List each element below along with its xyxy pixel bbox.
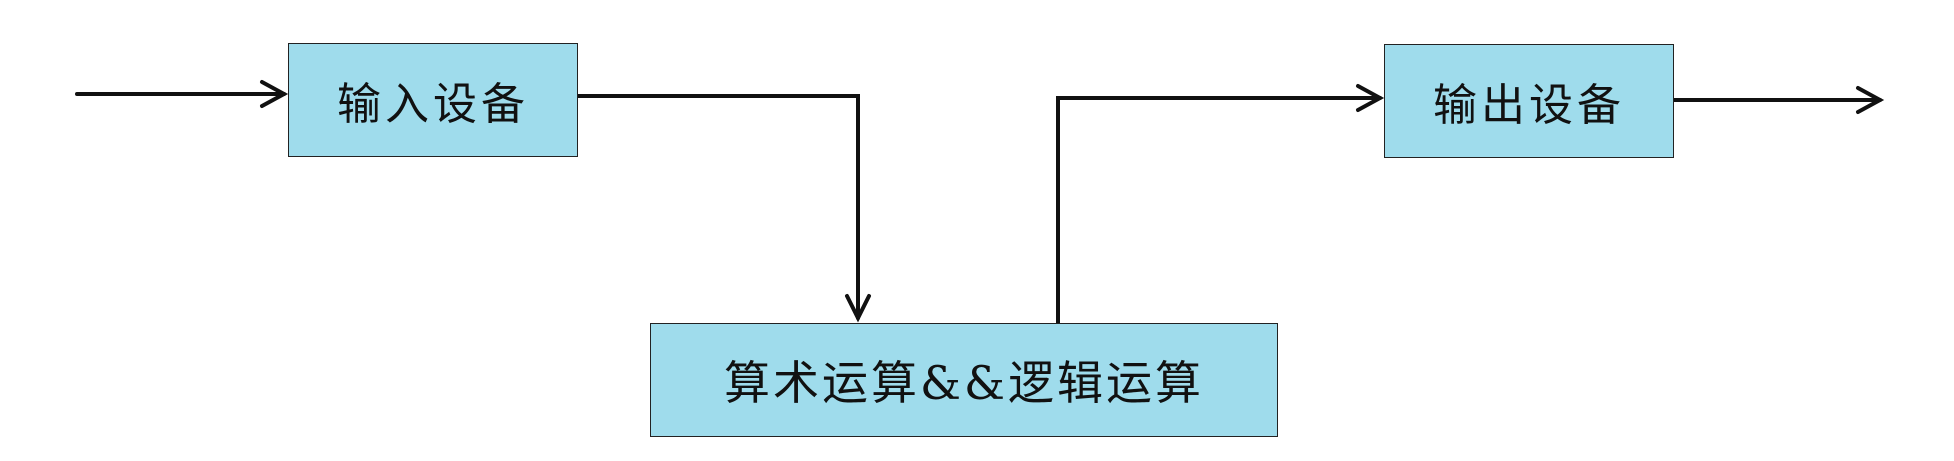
arrowhead-into-output (1356, 84, 1385, 112)
alu-box: 算术运算&&逻辑运算 (650, 323, 1278, 437)
connector-input-to-alu (576, 94, 860, 320)
arrowhead-into-input (260, 80, 289, 108)
arrowhead-into-alu (845, 294, 871, 323)
arrowhead-out-of-output (1856, 86, 1885, 114)
connector-alu-to-output (1056, 96, 1382, 325)
input-device-box: 输入设备 (288, 43, 578, 157)
output-device-box: 输出设备 (1384, 44, 1674, 158)
